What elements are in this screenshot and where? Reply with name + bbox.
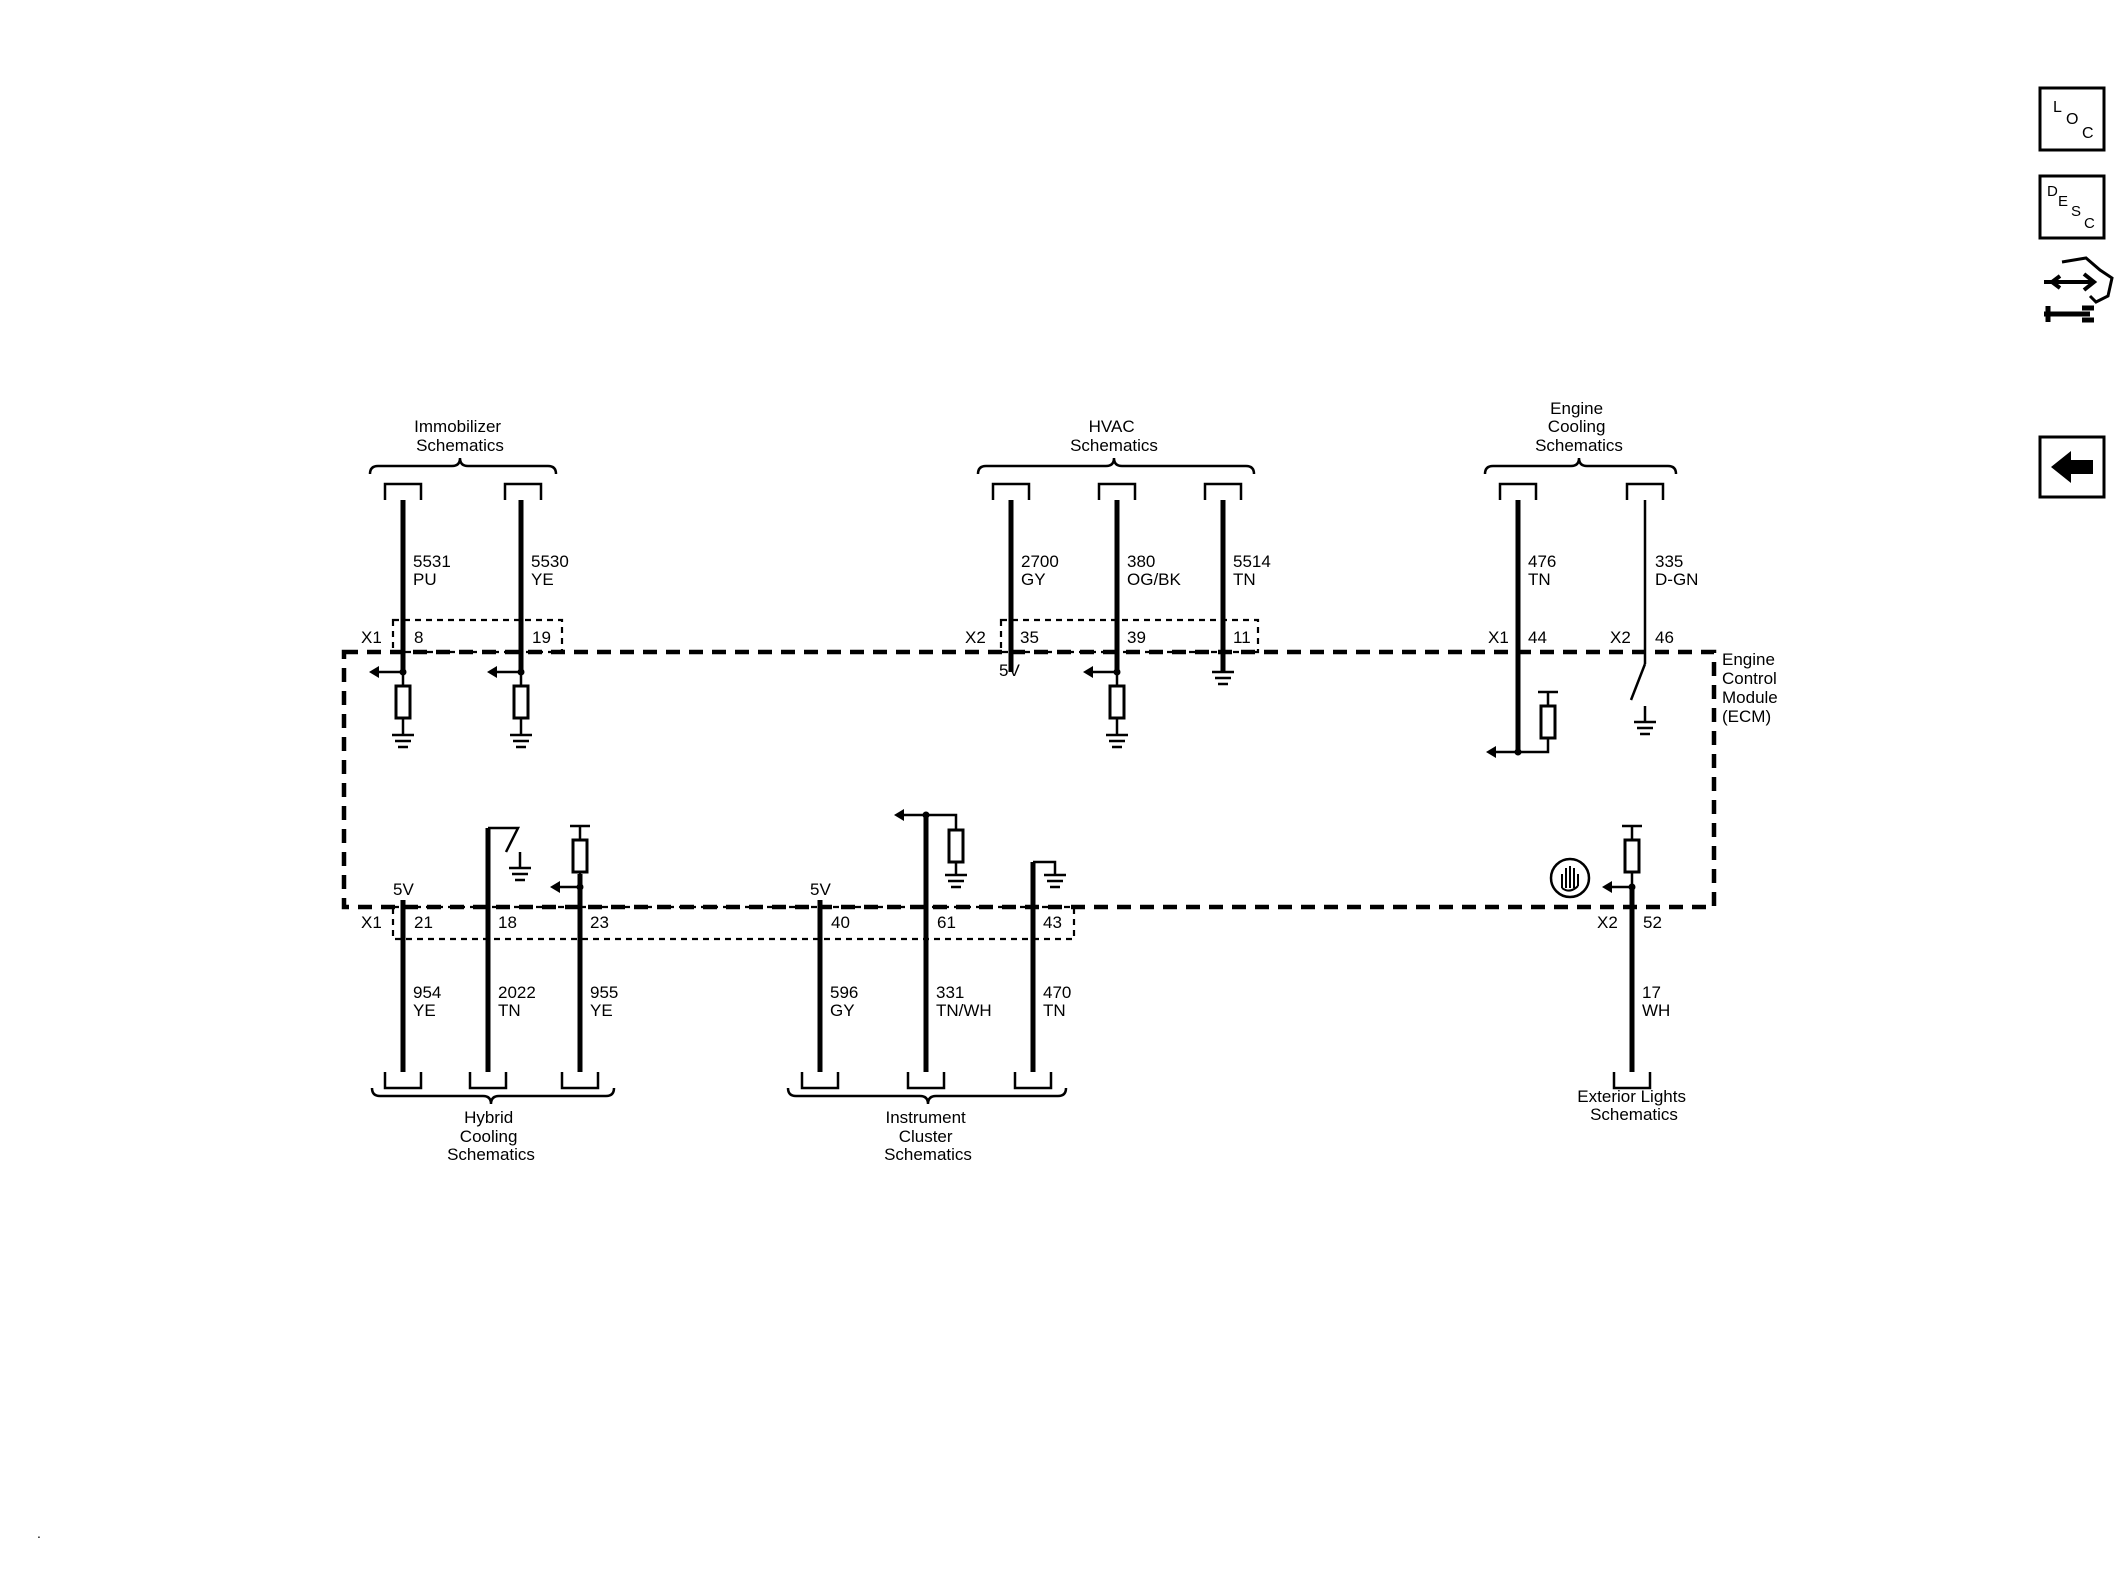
hvac-group: HVAC Schematics: [976, 417, 1256, 500]
connector-x1: X1: [361, 628, 382, 647]
back-arrow-icon: [2051, 451, 2093, 483]
instrument-cluster-group: Instrument Cluster Schematics: [786, 1072, 1068, 1164]
pin-number: 46: [1655, 628, 1674, 647]
desc-icon: D E S C: [2047, 183, 2095, 232]
voltage-5v: 5V: [393, 880, 414, 899]
voltage-5v: 5V: [810, 880, 831, 899]
pin-number: 11: [1233, 628, 1251, 647]
desc-button[interactable]: D E S C: [2038, 174, 2106, 240]
hand-icon: [1549, 857, 1591, 899]
voltage-5v: 5V: [999, 661, 1020, 680]
connector-x2: X2: [1597, 913, 1618, 932]
top-connectors: X1 X2 X1 X2 8 19 35 39 11 44 46 5V: [361, 618, 1674, 680]
immobilizer-group: Immobilizer Schematics: [368, 417, 558, 500]
pin-number: 8: [414, 628, 423, 647]
pin-number: 52: [1643, 913, 1662, 932]
pin-number: 19: [532, 628, 551, 647]
instrument-cluster-title: Instrument Cluster Schematics: [884, 1108, 972, 1164]
connector-x2: X2: [1610, 628, 1631, 647]
pin-number: 18: [498, 913, 517, 932]
svg-text:E: E: [2058, 193, 2068, 210]
engine-cooling-title: Engine Cooling Schematics: [1535, 399, 1623, 455]
ecm-label: Engine Control Module (ECM): [1722, 650, 1783, 726]
svg-text:C: C: [2082, 125, 2094, 142]
connector-tool-icon: [2044, 256, 2114, 323]
pin-number: 39: [1127, 628, 1146, 647]
connector-x2: X2: [965, 628, 986, 647]
svg-text:L: L: [2053, 99, 2062, 116]
back-button[interactable]: [2038, 435, 2106, 499]
pin-number: 61: [937, 913, 956, 932]
svg-text:O: O: [2066, 111, 2078, 128]
loc-icon: L O C: [2053, 99, 2094, 142]
top-wires: [400, 500, 1647, 752]
exterior-lights-group: Exterior Lights Schematics: [1577, 1072, 1690, 1124]
loc-button[interactable]: L O C: [2038, 86, 2106, 152]
engine-cooling-group: Engine Cooling Schematics: [1483, 399, 1678, 500]
svg-text:D: D: [2047, 183, 2058, 200]
hybrid-cooling-group: Hybrid Cooling Schematics: [370, 1072, 616, 1164]
connector-x1: X1: [361, 913, 382, 932]
svg-text:S: S: [2071, 203, 2081, 220]
top-internal: [369, 663, 1656, 758]
hybrid-cooling-title: Hybrid Cooling Schematics: [447, 1108, 535, 1164]
immobilizer-title: Immobilizer Schematics: [414, 417, 506, 455]
pin-number: 35: [1020, 628, 1039, 647]
pin-number: 40: [831, 913, 850, 932]
connector-tool-button[interactable]: [2044, 256, 2114, 323]
hvac-title: HVAC Schematics: [1070, 417, 1158, 455]
pin-number: 21: [414, 913, 433, 932]
svg-text:C: C: [2084, 215, 2095, 232]
pin-number: 44: [1528, 628, 1547, 647]
corner-mark: .: [37, 1525, 41, 1541]
bottom-connectors: 5V 5V X1 X2 21 18 23 40 61 43 52: [361, 880, 1662, 941]
bottom-internal: [488, 809, 1642, 899]
ecm-boundary: [341, 649, 1717, 910]
pin-number: 23: [590, 913, 609, 932]
connector-x1: X1: [1488, 628, 1509, 647]
pin-number: 43: [1043, 913, 1062, 932]
exterior-lights-title: Exterior Lights Schematics: [1577, 1087, 1690, 1124]
